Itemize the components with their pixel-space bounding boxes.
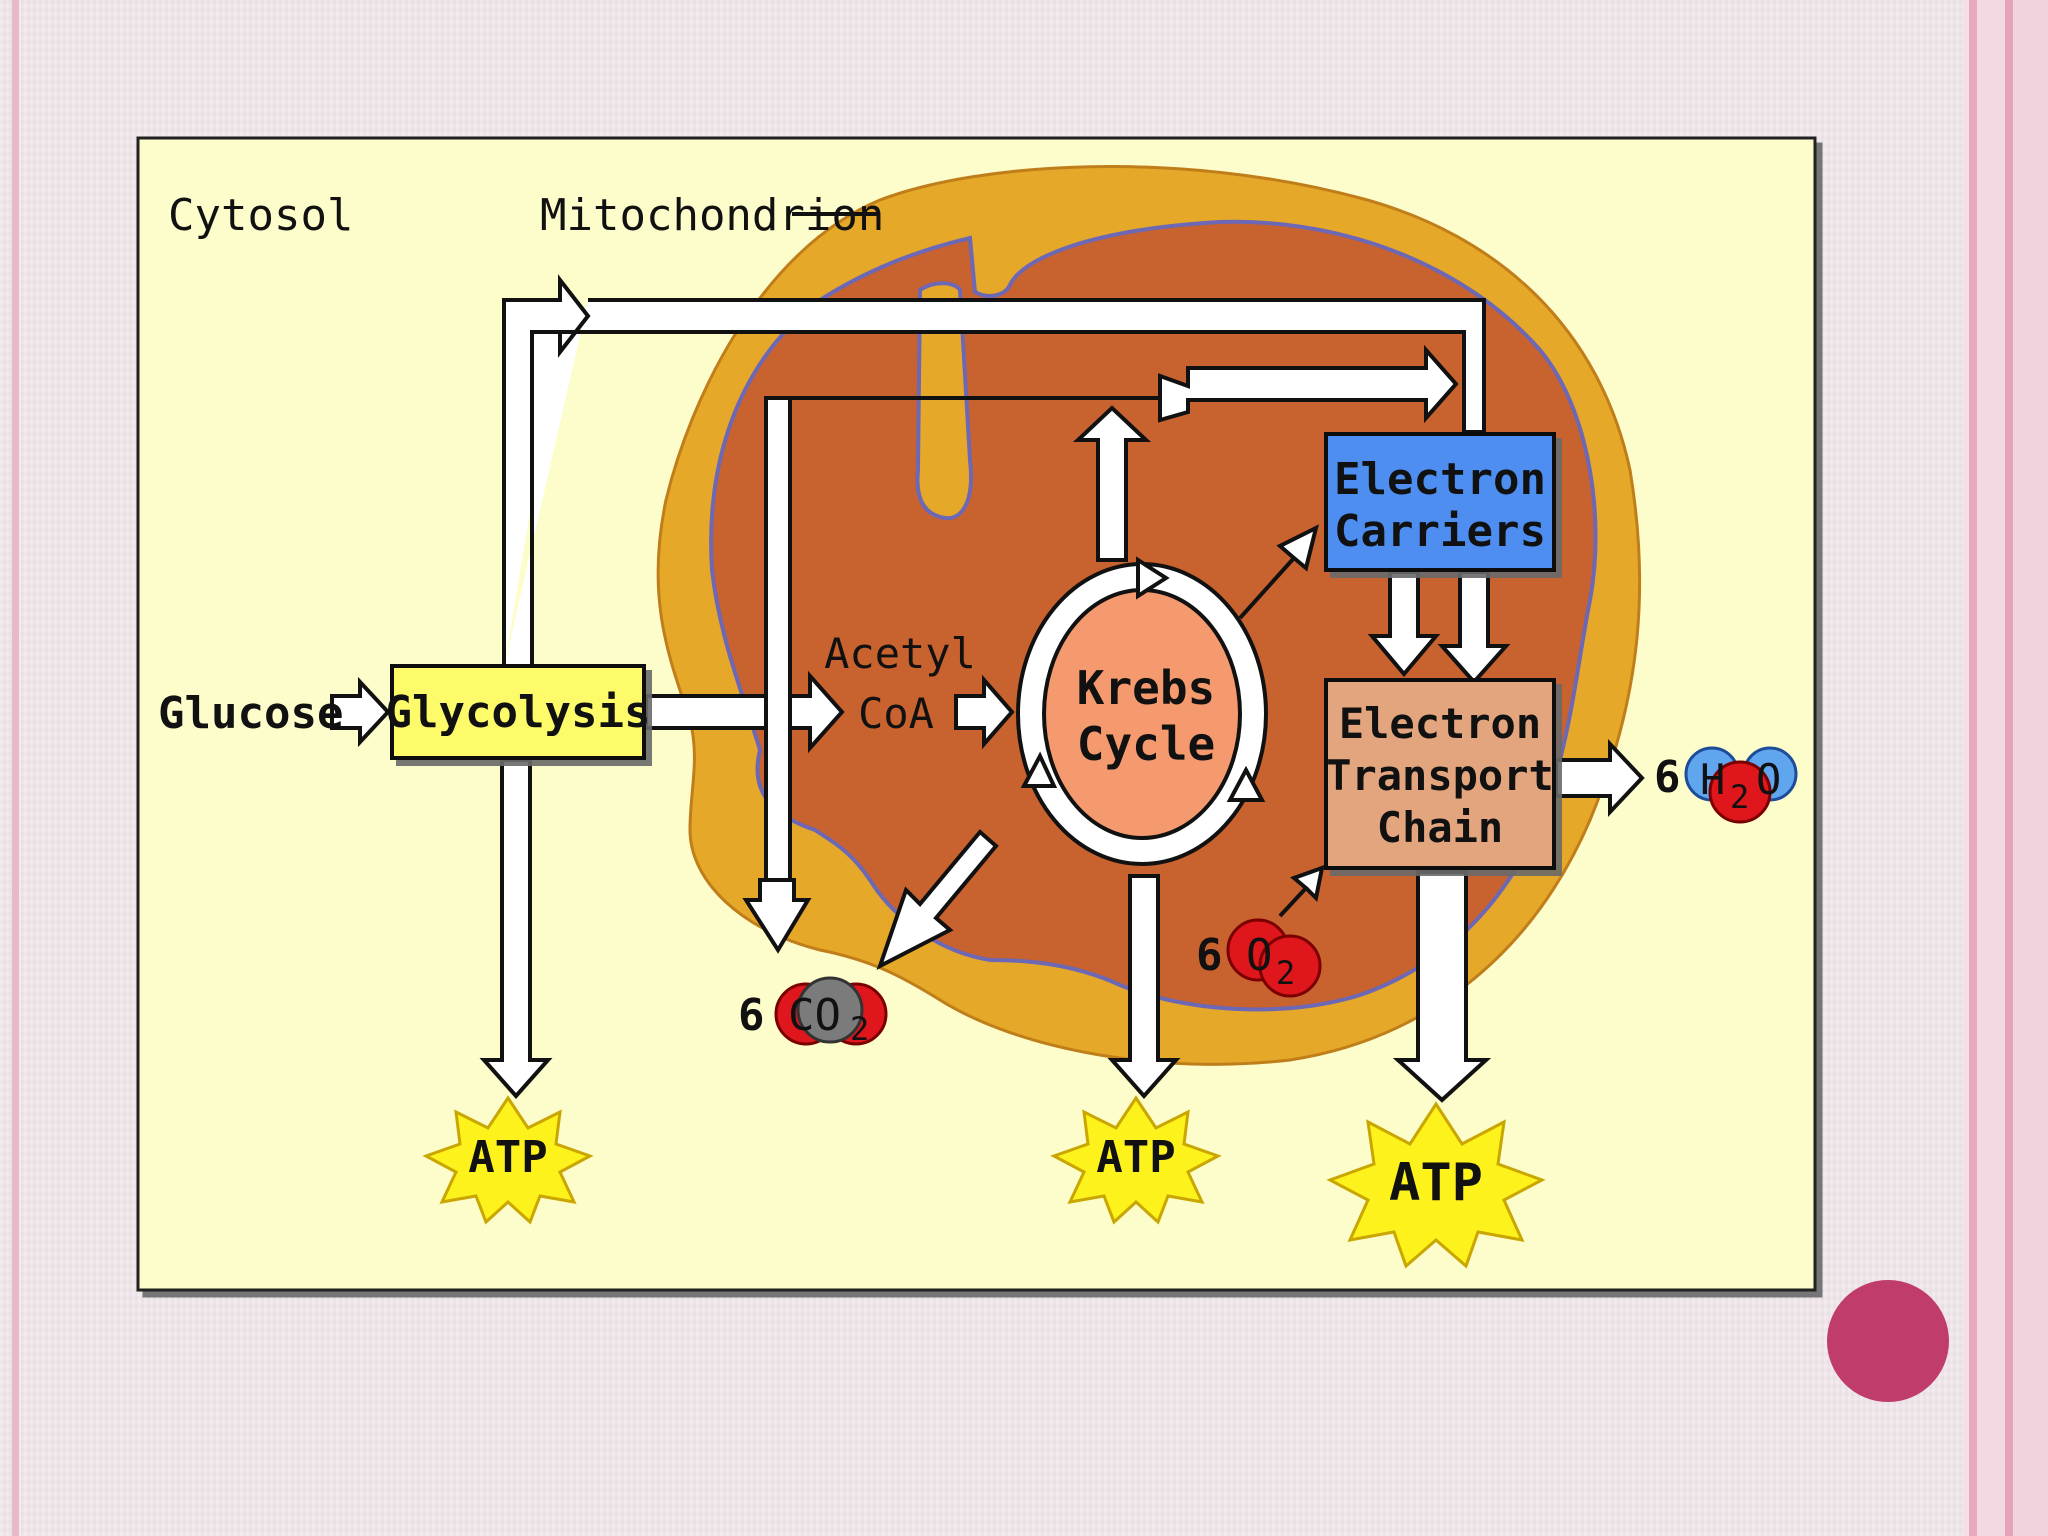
glycolysis-label: Glycolysis (386, 687, 651, 738)
right-decorative-band (1963, 0, 2048, 1536)
co2-molecule: 6 CO 2 (738, 976, 888, 1048)
etc-label-line2: Transport (1326, 751, 1554, 800)
mitochondrion-crista (915, 281, 973, 521)
carriers-to-etc-arrow-left (1367, 570, 1441, 678)
cytosol-label: Cytosol (168, 190, 353, 241)
krebs-to-atp-arrow (1107, 874, 1181, 1100)
krebs-cycle: Krebs Cycle (1016, 556, 1268, 866)
krebs-to-carriers-route (764, 344, 1459, 922)
carriers-to-etc-arrow-right (1437, 570, 1511, 686)
h2o-h-label: H (1700, 755, 1725, 804)
krebs-to-carriers-diagonal-arrow (1238, 524, 1319, 620)
krebs-to-co2-diagonal-arrow (876, 829, 999, 971)
pathway-arrows (330, 274, 1645, 1103)
co2-subscript: 2 (850, 1010, 869, 1048)
h2o-subscript: 2 (1730, 778, 1749, 816)
co2-carbon-atom (796, 976, 864, 1044)
decorative-circle (1827, 1280, 1949, 1402)
etc-label-line3: Chain (1377, 803, 1503, 852)
carriers-label-line2: Carriers (1334, 506, 1546, 557)
glycolysis-to-atp-arrow (479, 758, 553, 1100)
carriers-label-line1: Electron (1334, 454, 1546, 505)
atp-label-glycolysis: ATP (468, 1132, 547, 1183)
krebs-up-arrow (1072, 405, 1152, 562)
glycolysis-box: Glycolysis (386, 664, 651, 760)
electron-transport-chain-box: Electron Transport Chain (1324, 678, 1556, 870)
glycolysis-to-acetyl-arrow (644, 670, 845, 754)
down-to-co2-arrow (742, 878, 812, 954)
atp-burst-glycolysis: ATP (422, 1095, 594, 1225)
o2-molecule: 6 O 2 (1196, 918, 1322, 998)
krebs-label-line1: Krebs (1077, 661, 1215, 715)
glucose-label: Glucose (158, 688, 343, 739)
atp-burst-etc: ATP (1326, 1101, 1546, 1269)
glucose-to-glycolysis-arrow (330, 676, 391, 748)
o2-coefficient: 6 (1196, 930, 1223, 981)
acetyl-to-krebs-arrow (954, 674, 1015, 750)
co2-coefficient: 6 (738, 990, 765, 1041)
etc-label-line1: Electron (1339, 699, 1541, 748)
h2o-o-label: O (1756, 755, 1781, 804)
krebs-cycle-arrowhead-right (1226, 765, 1266, 802)
etc-to-water-arrow (1554, 738, 1645, 818)
electron-carriers-box: Electron Carriers (1324, 432, 1556, 572)
o2-oxygen-atom-2 (1258, 934, 1322, 998)
left-decorative-rule (12, 0, 19, 1536)
h2o-molecule: 6 H 2 O (1654, 746, 1798, 824)
acetyl-label-line1: Acetyl (824, 629, 976, 678)
atp-label-etc: ATP (1389, 1153, 1483, 1213)
h2o-coefficient: 6 (1654, 752, 1681, 803)
co2-label: CO (788, 990, 841, 1041)
o2-subscript: 2 (1276, 954, 1295, 992)
etc-to-atp-arrow (1392, 870, 1492, 1103)
krebs-cycle-arrowhead-top (1136, 556, 1170, 600)
oxygen-to-etc-arrow (1278, 864, 1325, 918)
krebs-label-line2: Cycle (1077, 717, 1215, 771)
acetyl-label-line2: CoA (858, 689, 934, 738)
atp-label-krebs: ATP (1096, 1132, 1175, 1183)
o2-label: O (1246, 930, 1273, 981)
h2o-oxygen-atom (1708, 760, 1772, 824)
atp-burst-krebs: ATP (1050, 1095, 1222, 1225)
krebs-cycle-arrowhead-left (1020, 751, 1058, 788)
